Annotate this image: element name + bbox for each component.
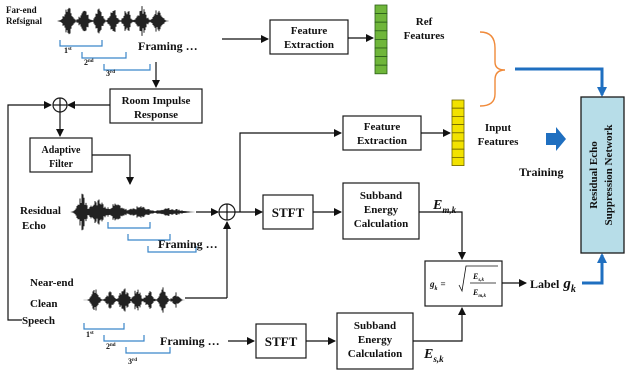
subband1-l3: Calculation <box>354 218 408 230</box>
far-end-waveform <box>57 6 169 36</box>
arrow-sum2-to-feat2 <box>239 129 342 212</box>
blue-arrow-bottom <box>582 253 607 285</box>
training-label: Training <box>519 165 563 179</box>
clean-speech-waveform <box>83 287 185 313</box>
subband2-l2: Energy <box>358 334 393 346</box>
stft-label-mixture: STFT <box>272 205 305 220</box>
residual-l2: Echo <box>22 220 46 232</box>
framing-label-clean: Framing … <box>160 334 220 348</box>
frame-bracket-3 <box>103 64 151 71</box>
clean-l2: Speech <box>22 315 55 327</box>
clean-l1: Clean <box>30 298 58 310</box>
formula-lhs: gk= <box>429 279 446 292</box>
clean-frame-2 <box>103 335 145 342</box>
clean-ordinal-1: 1st <box>86 330 94 339</box>
arrow-em-to-gain <box>419 211 466 260</box>
frame-bracket-2 <box>81 52 127 59</box>
subband2-l3: Calculation <box>348 348 402 360</box>
network-label-l2: Suppression Network <box>603 124 615 226</box>
input-feature-vector <box>451 99 465 166</box>
feature-extraction-top-box <box>269 19 349 55</box>
feature-extraction-top-l1: Feature <box>291 25 328 37</box>
input-features-l1: Input <box>485 122 512 134</box>
stft-box-mixture <box>262 194 314 230</box>
ref-features-l2: Features <box>404 30 445 42</box>
ordinal-1: 1st <box>64 46 72 55</box>
adaptive-l1: Adaptive <box>42 145 81 156</box>
arrow-es-to-gain <box>413 307 466 342</box>
subband2-l1: Subband <box>354 320 396 332</box>
res-frame-2 <box>127 234 171 241</box>
blue-arrow-top <box>515 67 607 97</box>
framing-label-residual: Framing … <box>158 237 218 251</box>
framing-label-top: Framing … <box>138 39 198 53</box>
ref-feature-vector <box>374 4 388 75</box>
residual-echo-suppression-network-box <box>580 96 625 254</box>
res-frame-1 <box>107 222 151 229</box>
subband-energy-box-clean <box>336 312 414 370</box>
ordinal-3: 3rd <box>106 69 115 78</box>
input-features-l2: Features <box>478 136 519 148</box>
clean-ordinal-3: 3rd <box>128 357 137 366</box>
feature-extraction-input-l1: Feature <box>364 121 401 133</box>
frame-bracket-1 <box>59 40 103 47</box>
residual-l1: Residual <box>20 205 61 217</box>
refsignal-label: Refsignal <box>6 16 42 26</box>
near-end-label: Near-end <box>30 277 74 289</box>
formula-denominator: Em,k <box>472 288 486 299</box>
subband-energy-box-mixture <box>342 182 420 240</box>
clean-frame-3 <box>125 347 171 354</box>
feature-brace <box>479 31 506 107</box>
formula-sqrt <box>458 265 498 293</box>
feature-extraction-top-l2: Extraction <box>284 39 334 51</box>
arrow-adaptive-to-residual <box>92 154 134 185</box>
clean-frame-1 <box>83 323 125 330</box>
subband1-l2: Energy <box>364 204 399 216</box>
training-arrow-icon <box>546 127 566 151</box>
em-k-label: Em,k <box>432 198 457 215</box>
ref-features-l1: Ref <box>416 16 433 28</box>
subband1-l1: Subband <box>360 190 402 202</box>
room-impulse-response-box <box>109 88 203 124</box>
adaptive-l2: Filter <box>49 159 73 170</box>
res-frame-3 <box>147 246 197 253</box>
far-end-label: Far-end <box>6 5 37 15</box>
rir-l1: Room Impulse <box>122 95 191 107</box>
residual-echo-waveform <box>69 193 195 231</box>
network-label-l1: Residual Echo <box>588 141 600 209</box>
ordinal-2: 2nd <box>84 58 94 67</box>
formula-numerator: Es,k <box>472 272 485 283</box>
es-k-label: Es,k <box>423 347 444 364</box>
stft-label-clean: STFT <box>265 334 298 349</box>
rir-l2: Response <box>134 109 178 121</box>
feedback-line <box>7 101 52 321</box>
clean-ordinal-2: 2nd <box>106 342 116 351</box>
feature-extraction-input-l2: Extraction <box>357 135 407 147</box>
